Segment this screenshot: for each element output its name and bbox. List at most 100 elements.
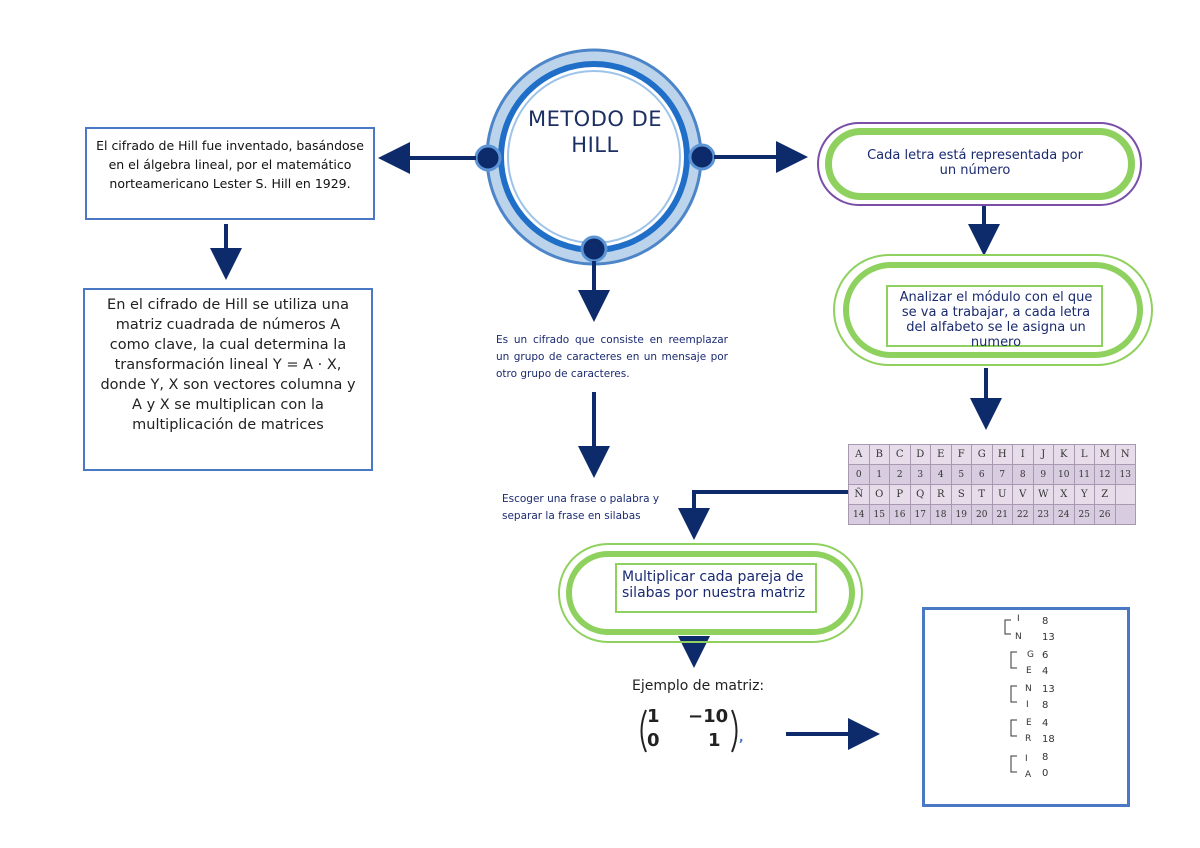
alphabet-cell: 4 [930, 464, 952, 485]
example-label: Ejemplo de matriz: [632, 678, 765, 694]
multiply-pill-inner [566, 551, 855, 635]
alphabet-cell: Z [1094, 484, 1116, 505]
example-matrix: 1 −10 0 1 , [636, 706, 756, 756]
step2-pill-inner [843, 262, 1143, 358]
alphabet-cell: L [1073, 444, 1095, 465]
matrix-a12: −10 [688, 706, 729, 727]
alphabet-cell: 5 [950, 464, 972, 485]
matrix-a21: 0 [647, 730, 660, 751]
result-letter: I [1025, 754, 1028, 764]
alphabet-cell: 14 [848, 504, 870, 525]
matrix-comma: , [739, 730, 744, 744]
result-letter: E [1026, 666, 1032, 676]
step2-pill-outer [833, 254, 1153, 366]
result-letter: I [1017, 614, 1020, 624]
alphabet-cell: R [930, 484, 952, 505]
alphabet-cell: 25 [1073, 504, 1095, 525]
alphabet-cell: 7 [991, 464, 1013, 485]
matrix-brackets [640, 709, 738, 753]
step2-text: Analizar el módulo con el que se va a tr… [899, 290, 1093, 350]
alphabet-cell: 19 [950, 504, 972, 525]
alphabet-cell: 3 [909, 464, 931, 485]
step1-pill-inner [825, 128, 1135, 200]
result-letter: N [1025, 684, 1032, 694]
arrow-table-to-multiply [678, 490, 848, 540]
alphabet-cell: X [1053, 484, 1075, 505]
alphabet-cell: D [909, 444, 931, 465]
alphabet-cell: 11 [1073, 464, 1095, 485]
result-number: 4 [1042, 718, 1049, 729]
result-letter: N [1015, 632, 1022, 642]
alphabet-cell: 24 [1053, 504, 1075, 525]
alphabet-cell: E [930, 444, 952, 465]
alphabet-cell: O [868, 484, 890, 505]
alphabet-cell: S [950, 484, 972, 505]
alphabet-cell: B [868, 444, 890, 465]
alphabet-cell: Y [1073, 484, 1095, 505]
alphabet-cell: Q [909, 484, 931, 505]
left-node [474, 144, 502, 172]
alphabet-cell: F [950, 444, 972, 465]
multiply-inner-box [615, 563, 817, 613]
alphabet-cell: J [1032, 444, 1054, 465]
result-number: 8 [1042, 616, 1049, 627]
alphabet-cell: T [971, 484, 993, 505]
alphabet-cell: C [889, 444, 911, 465]
alphabet-cell: 12 [1094, 464, 1116, 485]
alphabet-cell [1114, 504, 1136, 525]
alphabet-cell: I [1012, 444, 1034, 465]
alphabet-cell: H [991, 444, 1013, 465]
alphabet-cell: G [971, 444, 993, 465]
result-letter: I [1026, 700, 1029, 710]
step-choose-phrase: Escoger una frase o palabra y separar la… [502, 493, 660, 522]
alphabet-cell: 23 [1032, 504, 1054, 525]
alphabet-cell: 20 [971, 504, 993, 525]
diagram-title: METODO DE HILL [527, 107, 663, 157]
alphabet-cell: 15 [868, 504, 890, 525]
alphabet-cell: 17 [909, 504, 931, 525]
result-number: 4 [1042, 666, 1049, 677]
result-letter: E [1026, 718, 1032, 728]
step1-text: Cada letra está representada por un núme… [867, 148, 1083, 178]
step2-inner-box [886, 285, 1103, 347]
alphabet-cell: 13 [1114, 464, 1136, 485]
alphabet-cell [1114, 484, 1136, 505]
result-number: 13 [1042, 632, 1055, 643]
alphabet-cell: 22 [1012, 504, 1034, 525]
alphabet-cell: A [848, 444, 870, 465]
result-letter: G [1027, 650, 1034, 660]
alphabet-cell: 10 [1053, 464, 1075, 485]
alphabet-cell: Ñ [848, 484, 870, 505]
alphabet-cell: N [1114, 444, 1136, 465]
result-number: 6 [1042, 650, 1049, 661]
alphabet-cell: 6 [971, 464, 993, 485]
alphabet-cell: P [889, 484, 911, 505]
result-number: 8 [1042, 752, 1049, 763]
result-number: 13 [1042, 684, 1055, 695]
matrix-a22: 1 [708, 730, 721, 751]
alphabet-cell: V [1012, 484, 1034, 505]
history-box: El cifrado de Hill fue inventado, basánd… [85, 127, 375, 220]
result-number: 0 [1042, 768, 1049, 779]
multiply-pill-outer [558, 543, 863, 643]
result-letter: R [1025, 734, 1032, 744]
bottom-node [580, 235, 608, 263]
result-letter: A [1025, 770, 1032, 780]
alphabet-cell: 2 [889, 464, 911, 485]
multiply-text: Multiplicar cada pareja de silabas por n… [622, 569, 806, 601]
alphabet-cell: 21 [991, 504, 1013, 525]
alphabet-cell: 8 [1012, 464, 1034, 485]
alphabet-cell: 26 [1094, 504, 1116, 525]
definition-box: En el cifrado de Hill se utiliza una mat… [83, 288, 373, 471]
result-brackets [1004, 619, 1017, 773]
alphabet-cell: K [1053, 444, 1075, 465]
alphabet-cell: W [1032, 484, 1054, 505]
